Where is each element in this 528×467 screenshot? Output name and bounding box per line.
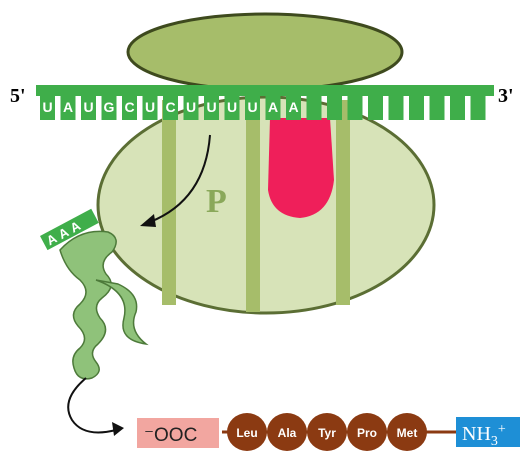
mrna-3-prime-label: 3': [498, 85, 514, 107]
small-ribosome-subunit: [128, 14, 402, 90]
mrna-base: U: [247, 99, 257, 115]
mrna-base: U: [42, 99, 52, 115]
mrna-tooth: [368, 94, 383, 120]
mrna-tooth: [348, 94, 363, 120]
mrna-base: U: [145, 99, 155, 115]
large-ribosome-subunit: [98, 97, 434, 313]
p-site-label: P: [206, 183, 227, 220]
mrna-base: C: [165, 99, 175, 115]
mrna-tooth: [389, 94, 404, 120]
mrna-5-prime-label: 5': [10, 85, 26, 107]
mrna-tooth: [307, 94, 322, 120]
mrna-tooth: [409, 94, 424, 120]
mrna-base: U: [83, 99, 93, 115]
ribosome-stripe: [162, 100, 176, 305]
ribosome-stripe: [336, 100, 350, 305]
mrna-base: U: [227, 99, 237, 115]
mrna-base: U: [206, 99, 216, 115]
a-site-trna: [268, 118, 334, 218]
mrna-base: A: [63, 99, 73, 115]
mrna-base: C: [124, 99, 134, 115]
ribosome-stripe: [246, 100, 260, 312]
mrna-base: A: [288, 99, 298, 115]
amino-acid-label: Leu: [236, 426, 257, 440]
mrna-tooth: [430, 94, 445, 120]
mrna-base: G: [104, 99, 115, 115]
mrna-tooth: [471, 94, 486, 120]
amino-acid-label: Tyr: [318, 426, 336, 440]
amino-acid-label: Ala: [278, 426, 297, 440]
amino-acid-label: Met: [397, 426, 418, 440]
mrna-tooth: [327, 94, 342, 120]
peptide-path-arrow: [68, 378, 124, 436]
amino-acid-label: Pro: [357, 426, 377, 440]
mrna-base: A: [268, 99, 278, 115]
carboxyl-terminus-label: ⁻OOC: [144, 425, 197, 446]
mrna-base: U: [186, 99, 196, 115]
mrna-tooth: [450, 94, 465, 120]
